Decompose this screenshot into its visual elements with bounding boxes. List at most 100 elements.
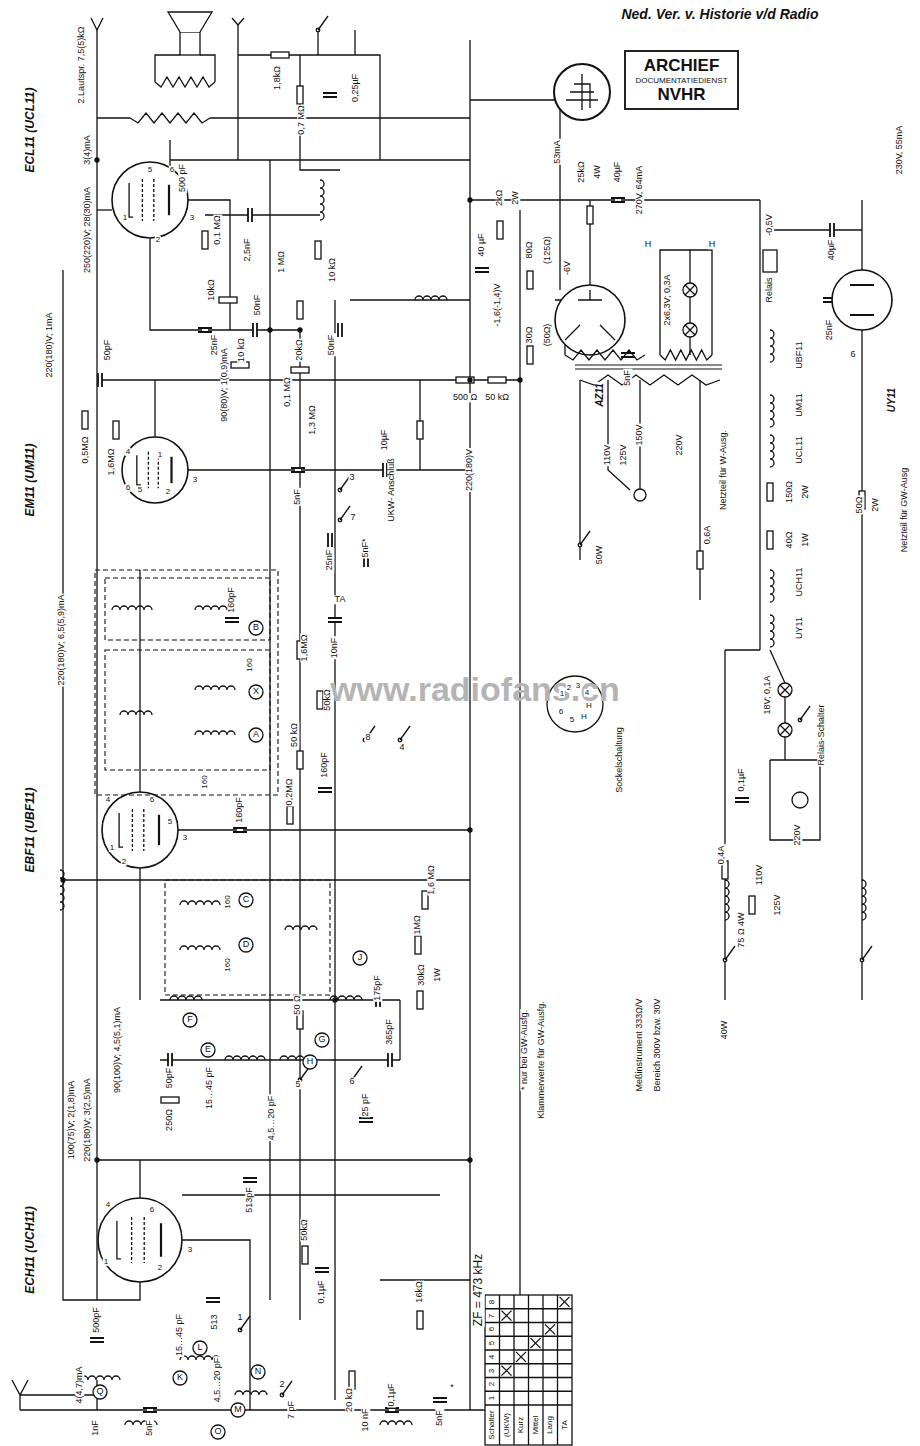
switch-number: 8 bbox=[364, 733, 371, 742]
capacitor-symbol bbox=[338, 323, 342, 337]
capacitor-symbol bbox=[243, 1178, 257, 1182]
component-value: 1W bbox=[433, 967, 442, 983]
component-value: 0,1µF bbox=[737, 767, 746, 792]
note: Meßinstrument 333Ω/V bbox=[635, 998, 644, 1093]
pin-number: 1 bbox=[103, 1258, 109, 1266]
pin-number: 2 bbox=[155, 236, 161, 244]
component-value: 2kΩ bbox=[495, 189, 504, 207]
wire bbox=[528, 1295, 529, 1445]
component-value: Relais-Schalter bbox=[817, 703, 826, 766]
rectifier-tube bbox=[832, 270, 892, 330]
coil-marker bbox=[353, 951, 367, 965]
component-value: 220(180)V bbox=[465, 448, 474, 492]
junction-dot bbox=[61, 878, 65, 882]
resistor-symbol bbox=[417, 991, 423, 1009]
component-value: 4(4,7)mA bbox=[75, 1365, 84, 1404]
resistor-symbol bbox=[287, 806, 293, 824]
coil-letter: D bbox=[242, 940, 251, 949]
component-value: 513pF bbox=[245, 1186, 254, 1214]
winding-symbol bbox=[130, 113, 210, 123]
tube-grid bbox=[153, 179, 154, 221]
table-cross bbox=[516, 1352, 526, 1362]
table-cross bbox=[502, 1311, 512, 1321]
component-value: 100(75)V; 2(1,8)mA bbox=[67, 1080, 76, 1161]
pin-number: H bbox=[585, 702, 593, 710]
table-cell: Schalter bbox=[488, 1409, 496, 1440]
lamp-symbol bbox=[683, 283, 697, 297]
tube-grid bbox=[144, 1217, 145, 1263]
capacitor-symbol bbox=[206, 1298, 220, 1302]
switch-number: 6 bbox=[348, 1077, 355, 1086]
note: Netzteil für GW-Ausg bbox=[900, 467, 909, 553]
wire bbox=[485, 1322, 572, 1323]
tube-grid bbox=[142, 179, 143, 221]
component-value: 0,2MΩ bbox=[285, 778, 294, 807]
resistor-symbol bbox=[488, 377, 506, 383]
component-value: 20kΩ bbox=[295, 338, 304, 361]
note: * bbox=[449, 1383, 455, 1392]
switch-number: 5 bbox=[294, 1080, 301, 1089]
wire bbox=[354, 30, 355, 55]
table-cell: 8 bbox=[488, 1299, 496, 1305]
wire bbox=[334, 300, 335, 1400]
resistor-symbol bbox=[271, 52, 289, 58]
tube-envelope bbox=[112, 162, 188, 238]
component-value: 2,5nF bbox=[243, 237, 252, 262]
wire bbox=[485, 1363, 572, 1364]
capacitor-symbol bbox=[168, 1053, 172, 1067]
component-value: 150Ω bbox=[785, 480, 794, 504]
lamp-filament bbox=[685, 285, 695, 295]
capacitor-symbol bbox=[198, 328, 212, 332]
component-value: 0,7 MΩ bbox=[297, 104, 306, 135]
component-value: 220V bbox=[675, 433, 684, 456]
component-value: 30kΩ bbox=[417, 963, 426, 986]
resistor-symbol bbox=[315, 241, 321, 259]
coil-marker bbox=[251, 1365, 265, 1379]
component-value: 80Ω bbox=[525, 241, 534, 260]
component-value: 1,3 MΩ bbox=[308, 404, 317, 435]
pin-number: 3 bbox=[575, 682, 581, 690]
junction-dot bbox=[268, 328, 272, 332]
tube-grid bbox=[132, 809, 133, 851]
table-cell: Lang bbox=[546, 1415, 554, 1435]
capacitor-symbol bbox=[291, 468, 305, 472]
capacitor-symbol bbox=[359, 1118, 373, 1122]
wire bbox=[150, 238, 300, 330]
tube-name: AZ11 bbox=[595, 382, 606, 408]
coil-marker bbox=[211, 1425, 225, 1439]
wire bbox=[139, 570, 140, 792]
coil-letter: X bbox=[252, 687, 260, 696]
capacitor-symbol bbox=[90, 1338, 104, 1342]
wire bbox=[188, 469, 470, 470]
coil-letter: Q bbox=[95, 1387, 104, 1396]
wire bbox=[485, 1377, 572, 1378]
wire bbox=[200, 55, 215, 82]
coil-marker bbox=[315, 1033, 329, 1047]
speaker-cone bbox=[168, 12, 212, 32]
component-value: 10kΩ bbox=[207, 278, 216, 301]
wire bbox=[154, 380, 155, 437]
stamp-text: NVHR bbox=[634, 85, 729, 105]
component-value: 90(100)V; 4,5(5,1)mA bbox=[113, 1006, 122, 1094]
wire bbox=[861, 330, 862, 1000]
component-value: 75 Ω 4W bbox=[737, 911, 746, 948]
component-value: 2W bbox=[871, 497, 880, 513]
coil-symbol bbox=[320, 180, 324, 220]
wire bbox=[299, 330, 300, 1320]
switch-number: 3 bbox=[348, 473, 355, 482]
winding-symbol bbox=[155, 77, 215, 87]
component-value: (125Ω) bbox=[543, 235, 552, 265]
tube-name: EM11 (UM11) bbox=[24, 443, 37, 518]
capacitor-symbol bbox=[475, 268, 489, 272]
coil-symbol bbox=[285, 926, 317, 930]
component-value: 220(180)V; 1mA bbox=[45, 311, 54, 378]
component-value: 53mA bbox=[553, 139, 562, 165]
tube-name: EBF11 (UBF11) bbox=[24, 787, 37, 874]
component-value: 5nF bbox=[435, 1409, 444, 1427]
resistor-symbol bbox=[297, 301, 303, 319]
component-value: 220V bbox=[793, 823, 802, 846]
component-value: 3(4)mA bbox=[83, 134, 92, 166]
component-value: 160 bbox=[224, 894, 232, 909]
resistor-symbol bbox=[767, 531, 773, 549]
